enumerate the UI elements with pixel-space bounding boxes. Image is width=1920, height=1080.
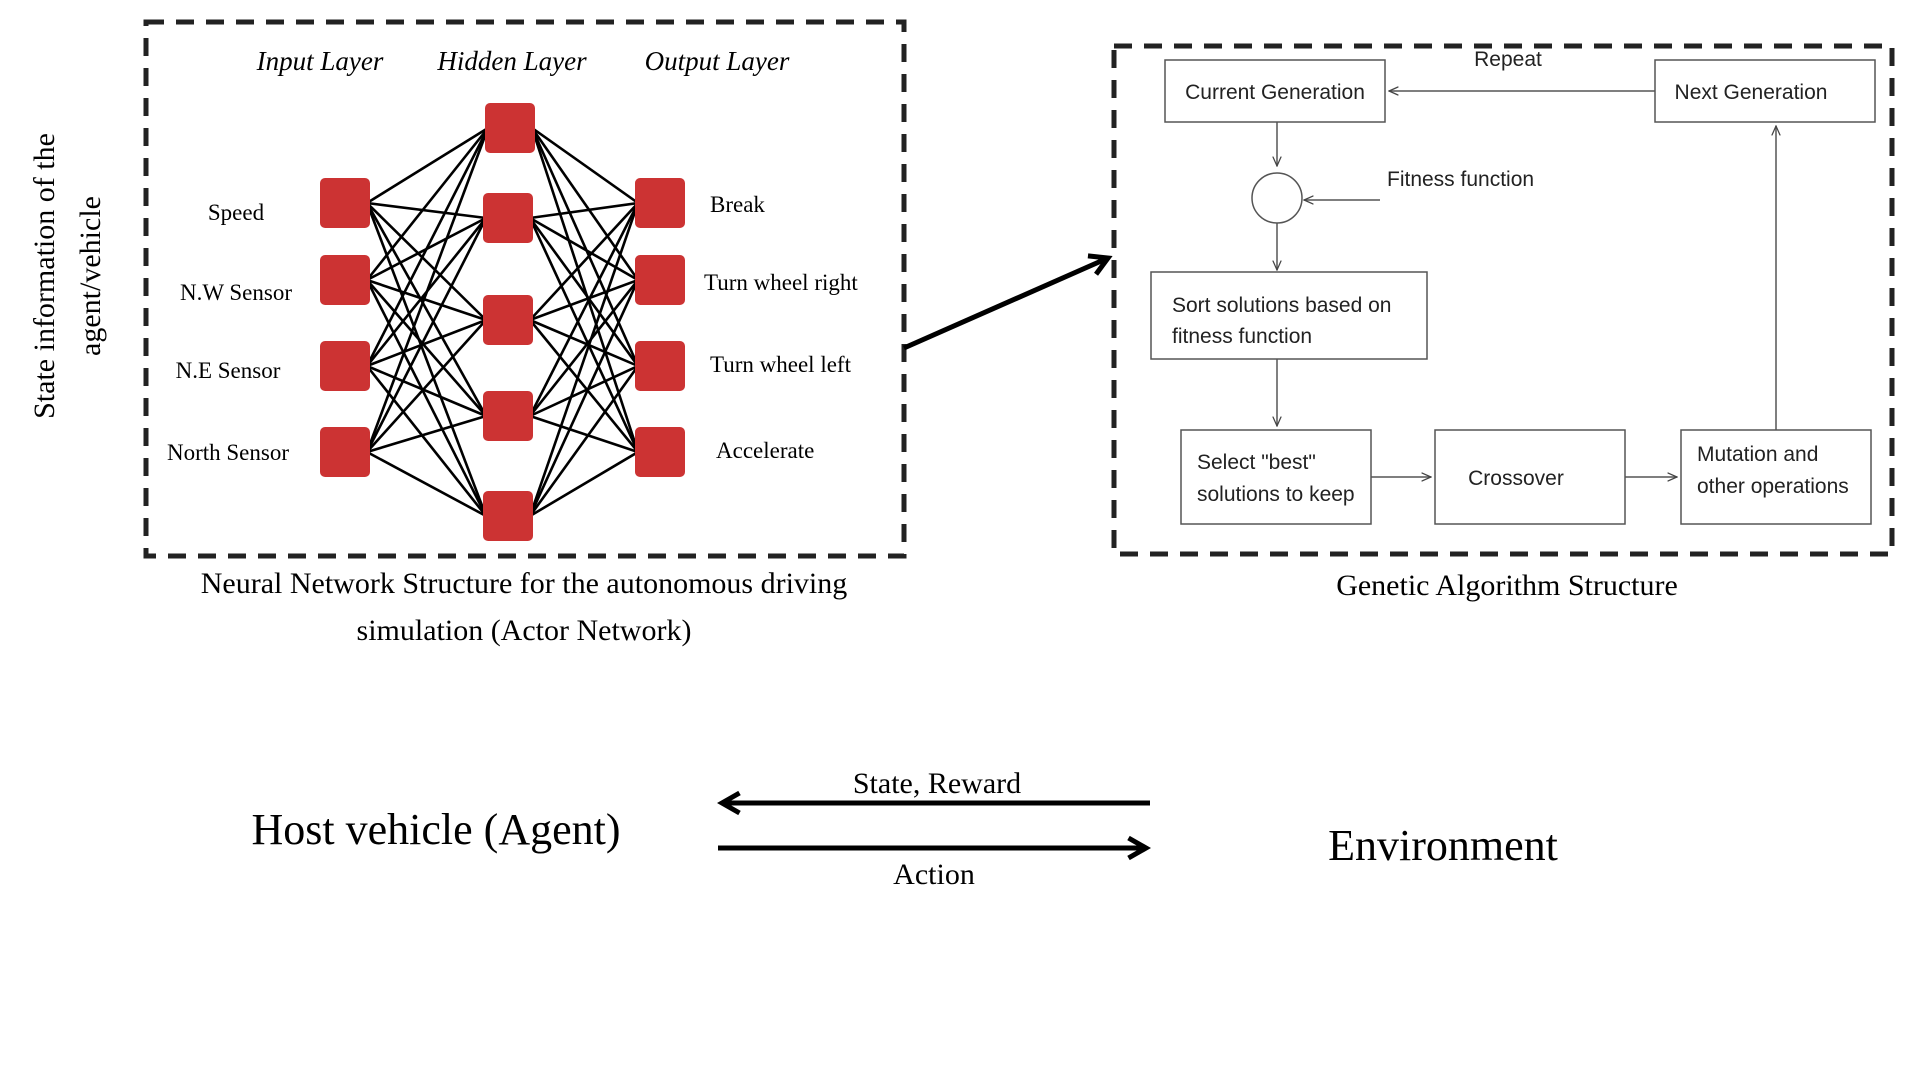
action-label: Action bbox=[893, 858, 975, 891]
crossover-label: Crossover bbox=[1468, 467, 1564, 490]
hidden-node-1 bbox=[483, 193, 533, 243]
output-label-accelerate: Accelerate bbox=[716, 438, 814, 463]
nn-edge-input-2-hidden-4 bbox=[365, 365, 488, 517]
hidden-layer-title: Hidden Layer bbox=[436, 46, 587, 76]
ga-dashed-border bbox=[1111, 43, 1895, 557]
output-label-turn-right: Turn wheel right bbox=[704, 270, 858, 295]
nn-edge-hidden-4-output-1 bbox=[528, 279, 640, 517]
nn-caption-line2: simulation (Actor Network) bbox=[357, 614, 692, 647]
rl-loop: Host vehicle (Agent) Environment State, … bbox=[252, 767, 1558, 891]
nn-edge-input-1-hidden-3 bbox=[366, 279, 487, 417]
nn-to-ga-arrow bbox=[902, 253, 1113, 351]
select-best-line1: Select "best" bbox=[1197, 451, 1316, 474]
sort-solutions-box bbox=[1150, 271, 1428, 360]
nn-edge-input-3-hidden-2 bbox=[366, 319, 487, 453]
mutation-line1: Mutation and bbox=[1697, 443, 1818, 466]
nn-edge-input-2-hidden-3 bbox=[366, 364, 487, 418]
nn-edge-hidden-2-output-0 bbox=[529, 202, 639, 321]
output-node-2 bbox=[635, 341, 685, 391]
genetic-algorithm-panel: Repeat Current Generation Next Generatio… bbox=[1111, 43, 1895, 602]
nn-edge-input-3-hidden-1 bbox=[365, 217, 488, 453]
nn-edge-hidden-4-output-3 bbox=[529, 450, 639, 518]
environment-label: Environment bbox=[1328, 821, 1558, 870]
fitness-function-label: Fitness function bbox=[1387, 168, 1534, 191]
side-label-line2: agent/vehicle bbox=[74, 196, 107, 356]
nn-connections bbox=[365, 126, 640, 518]
input-node-2 bbox=[320, 341, 370, 391]
mutation-line2: other operations bbox=[1697, 475, 1849, 498]
hidden-node-4 bbox=[483, 491, 533, 541]
input-node-1 bbox=[320, 255, 370, 305]
nn-edge-input-3-hidden-4 bbox=[366, 450, 487, 518]
nn-edge-hidden-1-output-1 bbox=[529, 216, 639, 282]
current-generation-box bbox=[1164, 59, 1386, 123]
nn-edge-hidden-1-output-2 bbox=[528, 217, 640, 367]
sort-solutions-line2: fitness function bbox=[1172, 325, 1312, 348]
state-reward-label: State, Reward bbox=[853, 767, 1021, 800]
hidden-node-3 bbox=[483, 391, 533, 441]
nn-edge-input-1-hidden-4 bbox=[365, 279, 488, 517]
select-best-line2: solutions to keep bbox=[1197, 483, 1355, 506]
input-label-north-sensor: North Sensor bbox=[167, 440, 289, 465]
nn-edge-hidden-3-output-0 bbox=[528, 202, 640, 417]
output-node-1 bbox=[635, 255, 685, 305]
neural-network-panel: Input Layer Hidden Layer Output Layer Sp… bbox=[143, 19, 907, 647]
nn-edge-input-2-hidden-0 bbox=[365, 127, 490, 367]
input-label-speed: Speed bbox=[208, 200, 265, 225]
output-label-turn-left: Turn wheel left bbox=[710, 352, 852, 377]
repeat-label: Repeat bbox=[1474, 48, 1542, 71]
state-information-label: State information of the agent/vehicle bbox=[28, 133, 107, 419]
agent-label: Host vehicle (Agent) bbox=[252, 805, 621, 854]
next-generation-label: Next Generation bbox=[1675, 81, 1828, 104]
nn-edge-hidden-1-output-0 bbox=[529, 201, 639, 220]
output-node-3 bbox=[635, 427, 685, 477]
select-best-box bbox=[1180, 429, 1372, 525]
nn-edge-hidden-4-output-2 bbox=[528, 365, 640, 517]
current-generation-label: Current Generation bbox=[1185, 81, 1365, 104]
ga-caption: Genetic Algorithm Structure bbox=[1336, 569, 1678, 602]
nn-edge-input-0-hidden-3 bbox=[365, 202, 488, 417]
nn-edge-hidden-2-output-3 bbox=[528, 319, 640, 453]
output-label-break: Break bbox=[710, 192, 765, 217]
nn-edge-hidden-3-output-2 bbox=[529, 364, 639, 418]
side-label-line1: State information of the bbox=[28, 133, 61, 419]
crossover-box bbox=[1434, 429, 1626, 525]
fitness-node bbox=[1251, 172, 1303, 224]
sort-solutions-line1: Sort solutions based on bbox=[1172, 294, 1391, 317]
nn-edge-input-3-hidden-3 bbox=[366, 414, 487, 454]
input-node-3 bbox=[320, 427, 370, 477]
nn-edge-input-1-hidden-2 bbox=[366, 278, 487, 322]
nn-edge-input-3-hidden-0 bbox=[365, 127, 490, 453]
next-generation-box bbox=[1654, 59, 1876, 123]
nn-edge-input-2-hidden-2 bbox=[366, 318, 487, 368]
mutation-box bbox=[1680, 429, 1872, 525]
input-layer-title: Input Layer bbox=[256, 46, 384, 76]
nn-nodes bbox=[320, 103, 685, 541]
nn-edge-hidden-3-output-3 bbox=[529, 414, 639, 454]
nn-edge-hidden-2-output-2 bbox=[529, 318, 639, 368]
nn-dashed-border bbox=[143, 19, 907, 559]
output-layer-title: Output Layer bbox=[645, 46, 790, 76]
nn-edge-hidden-0-output-0 bbox=[531, 126, 639, 205]
nn-edge-hidden-3-output-1 bbox=[528, 279, 640, 417]
output-node-0 bbox=[635, 178, 685, 228]
nn-edge-input-0-hidden-2 bbox=[366, 202, 487, 321]
nn-edge-hidden-1-output-3 bbox=[528, 217, 640, 453]
nn-edge-input-0-hidden-0 bbox=[366, 126, 489, 205]
hidden-node-0 bbox=[485, 103, 535, 153]
nn-edge-input-0-hidden-1 bbox=[366, 201, 487, 220]
nn-caption-line1: Neural Network Structure for the autonom… bbox=[201, 567, 848, 600]
input-label-ne-sensor: N.E Sensor bbox=[176, 358, 281, 383]
input-node-0 bbox=[320, 178, 370, 228]
nn-edge-hidden-4-output-0 bbox=[528, 202, 640, 517]
hidden-node-2 bbox=[483, 295, 533, 345]
nn-edge-hidden-0-output-2 bbox=[530, 127, 640, 367]
nn-edge-hidden-2-output-1 bbox=[529, 278, 639, 322]
input-label-nw-sensor: N.W Sensor bbox=[180, 280, 292, 305]
nn-edge-hidden-0-output-3 bbox=[530, 127, 640, 453]
nn-edge-input-1-hidden-0 bbox=[365, 127, 490, 281]
